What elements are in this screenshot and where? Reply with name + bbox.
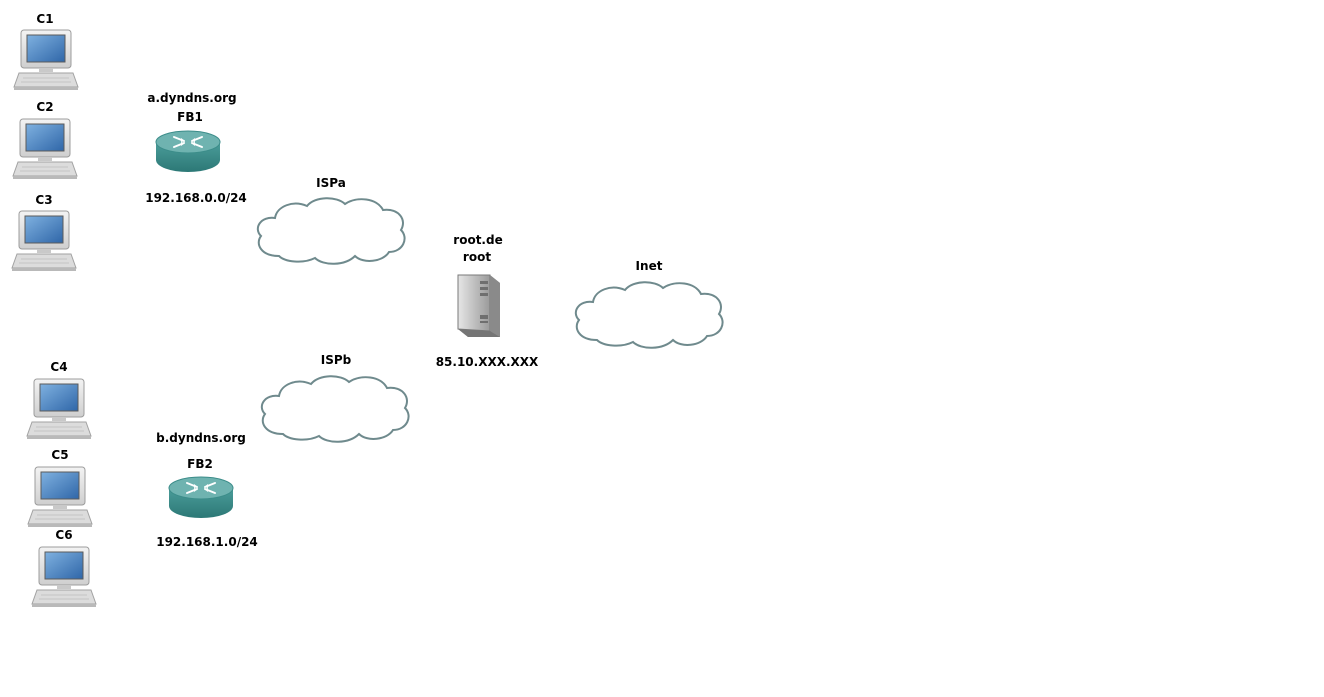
router-a-hostname: a.dyndns.org	[147, 91, 237, 105]
server-ip: 85.10.XXX.XXX	[435, 355, 539, 369]
client-c2-computer-icon[interactable]	[12, 118, 78, 180]
client-c5-computer-icon[interactable]	[27, 466, 93, 528]
cloud-isp-b-icon[interactable]	[257, 372, 413, 444]
client-c4-label: C4	[50, 360, 68, 374]
cloud-isp-a-label: ISPa	[316, 176, 346, 190]
server-hostname: root.de	[453, 233, 503, 247]
router-b-hostname: b.dyndns.org	[156, 431, 246, 445]
router-b-name: FB2	[187, 457, 213, 471]
client-c2-label: C2	[36, 100, 54, 114]
server-icon[interactable]	[450, 271, 502, 341]
router-a-name: FB1	[177, 110, 203, 124]
client-c6-label: C6	[55, 528, 73, 542]
client-c3-computer-icon[interactable]	[11, 210, 77, 272]
router-b-subnet: 192.168.1.0/24	[156, 535, 258, 549]
client-c3-label: C3	[35, 193, 53, 207]
cloud-internet-label: Inet	[635, 259, 663, 273]
client-c1-computer-icon[interactable]	[13, 29, 79, 91]
client-c5-label: C5	[51, 448, 69, 462]
router-a-subnet: 192.168.0.0/24	[145, 191, 247, 205]
server-name: root	[462, 250, 492, 264]
cloud-isp-a-icon[interactable]	[253, 194, 409, 266]
client-c6-computer-icon[interactable]	[31, 546, 97, 608]
router-icon[interactable]	[167, 474, 235, 520]
client-c4-computer-icon[interactable]	[26, 378, 92, 440]
router-icon[interactable]	[154, 128, 222, 174]
cloud-internet-icon[interactable]	[571, 278, 727, 350]
client-c1-label: C1	[36, 12, 54, 26]
cloud-isp-b-label: ISPb	[320, 353, 352, 367]
